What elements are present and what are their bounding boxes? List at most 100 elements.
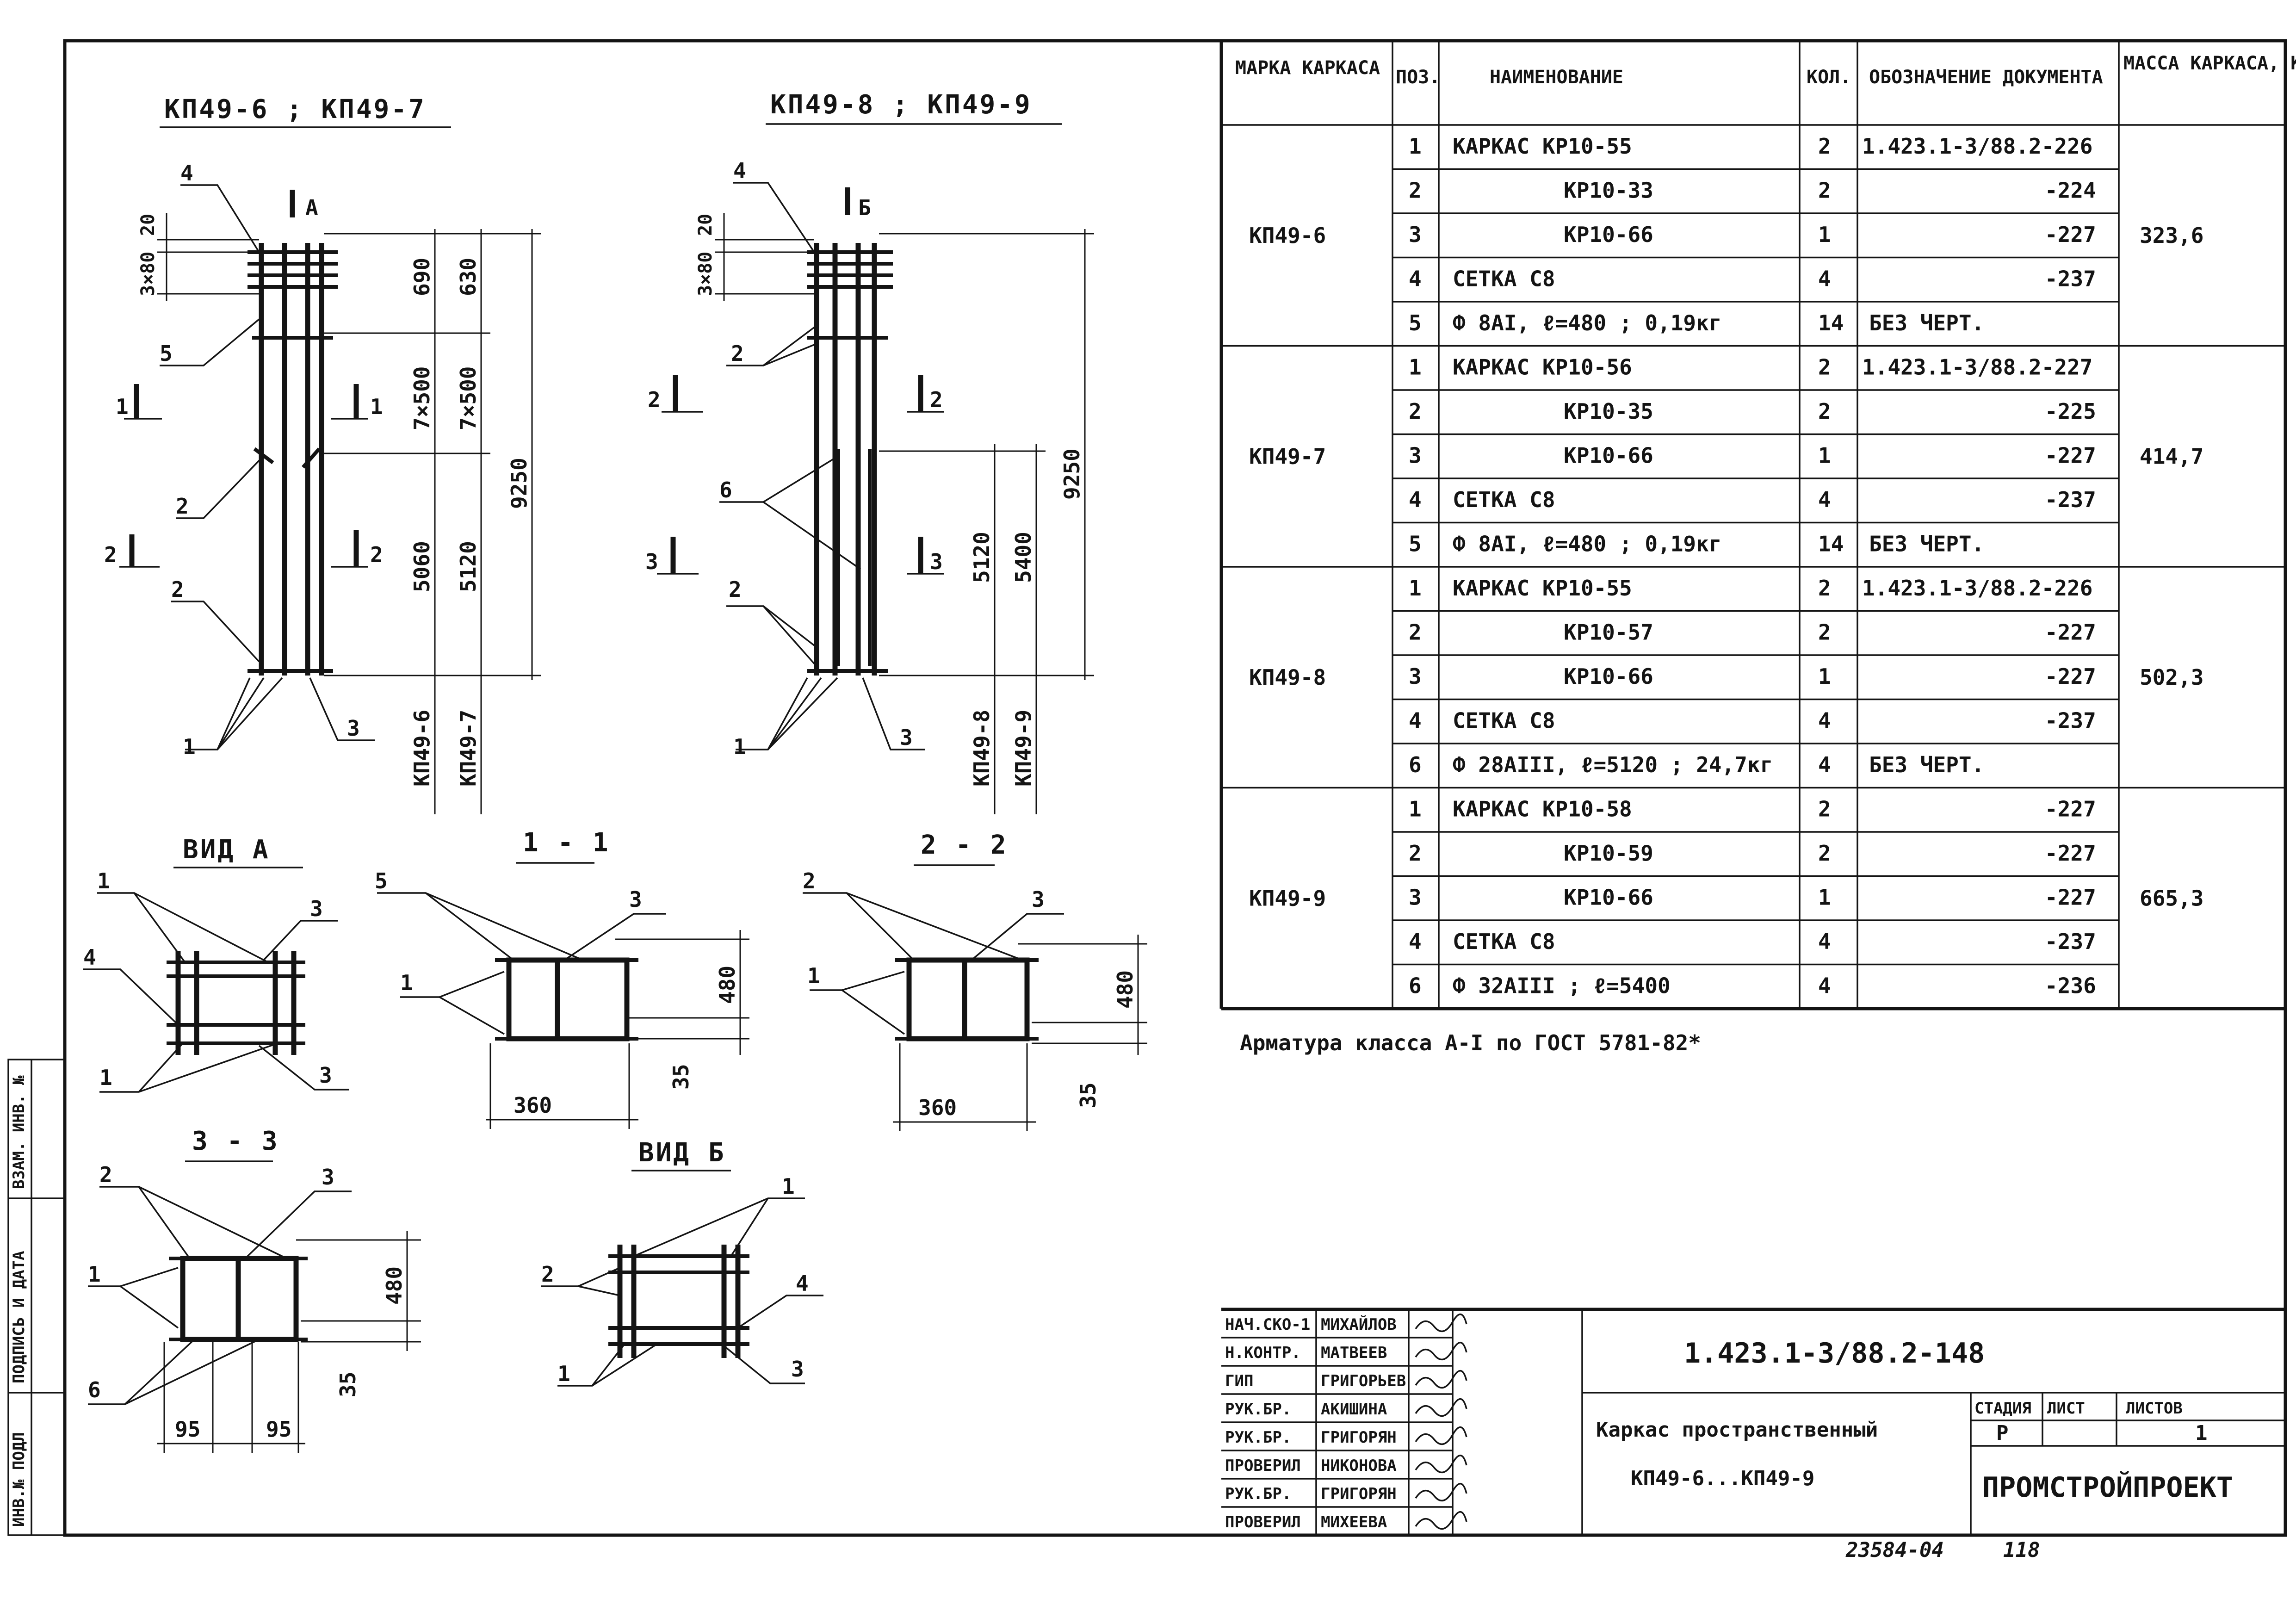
spec-header-name: НАИМЕНОВАНИЕ <box>1490 67 1623 88</box>
spec-group-mark: КП49-7 <box>1249 444 1326 469</box>
sec-11-pos-1: 1 <box>400 970 413 995</box>
sec-11-dim-480: 480 <box>715 966 740 1004</box>
elev-left-section-1b: 1 <box>370 394 383 419</box>
stage-label: СТАДИЯ <box>1974 1399 2031 1418</box>
spec-row-name: КАРКАС КР10-55 <box>1453 134 1632 159</box>
signature-mark <box>1415 1313 1467 1333</box>
spec-row-name: КР10-66 <box>1564 885 1653 910</box>
spec-row-name: КР10-66 <box>1564 664 1653 689</box>
spec-group-mark: КП49-9 <box>1249 886 1326 911</box>
spec-group-mass: 665,3 <box>2140 886 2203 911</box>
sec-22-dim-35: 35 <box>1076 1083 1101 1108</box>
view-a-pos-1a: 1 <box>97 868 110 893</box>
spec-row-name: Ф 28АIII, ℓ=5120 ; 24,7кг <box>1453 752 1773 777</box>
spec-group-mass: 414,7 <box>2140 444 2203 469</box>
spec-row-pos: 1 <box>1409 355 1422 380</box>
sec-33-dim-35: 35 <box>335 1372 360 1397</box>
spec-row-qty: 14 <box>1818 532 1844 557</box>
doc-name-line2: КП49-6...КП49-9 <box>1631 1467 1814 1490</box>
spec-row-name: Ф 8АI, ℓ=480 ; 0,19кг <box>1453 532 1722 557</box>
elevation-left: КП49-6 ; КП49-7 А 4 5 2 2 1 3 <box>104 94 541 814</box>
spec-row-qty: 2 <box>1818 355 1831 380</box>
elev-right-pos-4: 4 <box>733 158 746 183</box>
spec-row-pos: 3 <box>1409 443 1422 468</box>
elev-left-brand-2: КП49-7 <box>456 710 481 787</box>
spec-row-name: КАРКАС КР10-56 <box>1453 355 1632 380</box>
sheets-label: ЛИСТОВ <box>2126 1399 2183 1418</box>
stage-value: Р <box>1996 1421 2009 1445</box>
elev-left-section-2b: 2 <box>370 542 383 567</box>
spec-row-pos: 6 <box>1409 973 1422 998</box>
elev-right-dim-3x80: 3×80 <box>695 252 716 296</box>
spec-row-doc: -237 <box>2045 708 2096 733</box>
spec-row-pos: 5 <box>1409 310 1422 335</box>
spec-row-doc: 1.423.1-3/88.2-226 <box>1862 134 2093 159</box>
sec-11-title: 1 - 1 <box>523 828 610 858</box>
spec-row-doc: -224 <box>2045 178 2096 203</box>
elev-left-section-1a: 1 <box>116 394 129 419</box>
elev-left-dim-630: 630 <box>456 258 481 296</box>
spec-row-name: КАРКАС КР10-55 <box>1453 576 1632 601</box>
spec-row-name: КАРКАС КР10-58 <box>1453 797 1632 822</box>
spec-row-pos: 5 <box>1409 532 1422 557</box>
view-b-pos-1a: 1 <box>782 1174 795 1199</box>
elev-left-brand-1: КП49-6 <box>409 710 434 787</box>
elev-right-section-2b: 2 <box>930 387 943 412</box>
sheets-value: 1 <box>2195 1421 2208 1445</box>
spec-row-qty: 2 <box>1818 576 1831 601</box>
title-block-role: РУК.БР. <box>1225 1400 1291 1419</box>
sec-11-dim-360: 360 <box>514 1093 552 1118</box>
spec-row-pos: 3 <box>1409 885 1422 910</box>
spec-row-doc: БЕЗ ЧЕРТ. <box>1869 310 1984 335</box>
spec-row-name: СЕТКА С8 <box>1453 267 1555 291</box>
spec-row-name: Ф 8АI, ℓ=480 ; 0,19кг <box>1453 310 1722 335</box>
elev-right-pos-2b: 2 <box>729 577 742 602</box>
view-a: ВИД А 1 3 4 1 3 <box>83 835 349 1093</box>
title-block-person: МИХАЙЛОВ <box>1321 1315 1397 1334</box>
elev-right-title: КП49-8 ; КП49-9 <box>770 90 1032 120</box>
elev-right-brand-1: КП49-8 <box>969 710 994 787</box>
spec-group-mass: 323,6 <box>2140 223 2203 248</box>
view-b: ВИД Б 1 2 4 1 3 <box>541 1138 823 1387</box>
title-block-person: ГРИГОРЬЕВ <box>1321 1372 1406 1390</box>
sheet-label: ЛИСТ <box>2047 1399 2085 1418</box>
spec-row-name: КР10-66 <box>1564 443 1653 468</box>
elev-right-dim-20: 20 <box>695 214 716 236</box>
title-block-role: ПРОВЕРИЛ <box>1225 1457 1301 1475</box>
spec-row-name: КР10-59 <box>1564 841 1653 866</box>
elevation-right: КП49-8 ; КП49-9 Б 4 2 6 2 1 3 2 <box>645 90 1094 814</box>
spec-group-mark: КП49-8 <box>1249 665 1326 690</box>
spec-row-pos: 1 <box>1409 797 1422 822</box>
doc-code: 1.423.1-3/88.2-148 <box>1684 1337 1985 1370</box>
spec-row-pos: 6 <box>1409 752 1422 777</box>
stamp-replace-inv: ВЗАМ. ИНВ. № <box>10 1075 28 1189</box>
spec-row-qty: 4 <box>1818 487 1831 512</box>
section-2-2: 2 - 2 2 3 1 480 35 360 <box>803 830 1147 1131</box>
spec-row-qty: 1 <box>1818 664 1831 689</box>
view-b-pos-4: 4 <box>796 1271 809 1296</box>
sec-33-pos-1: 1 <box>88 1262 101 1287</box>
title-block-role: РУК.БР. <box>1225 1428 1291 1447</box>
spec-row-qty: 14 <box>1818 310 1844 335</box>
title-block-role: ГИП <box>1225 1372 1253 1390</box>
title-block-role: ПРОВЕРИЛ <box>1225 1513 1301 1531</box>
spec-row-pos: 3 <box>1409 222 1422 247</box>
signature-mark <box>1415 1370 1467 1389</box>
spec-row-doc: БЕЗ ЧЕРТ. <box>1869 752 1984 777</box>
specification-table: МАРКА КАРКАСА ПОЗ. НАИМЕНОВАНИЕ КОЛ. ОБО… <box>1221 41 2296 1010</box>
spec-row-doc: 1.423.1-3/88.2-227 <box>1862 355 2093 380</box>
elev-left-dim-20: 20 <box>137 214 159 236</box>
spec-row-doc: -227 <box>2045 620 2096 645</box>
elev-left-dim-9250: 9250 <box>507 458 532 509</box>
stamp-signature-date: ПОДПИСЬ И ДАТА <box>10 1251 28 1383</box>
title-block-person: МИХЕЕВА <box>1321 1513 1387 1531</box>
sec-22-pos-3: 3 <box>1032 887 1045 912</box>
elev-right-section-3a: 3 <box>645 549 658 574</box>
elev-left-dim-7x500a: 7×500 <box>409 366 434 430</box>
title-block-role: Н.КОНТР. <box>1225 1344 1301 1362</box>
spec-header-mass: МАССА КАРКАСА, КГ <box>2123 53 2296 74</box>
sec-33-dim-95a: 95 <box>175 1417 200 1442</box>
elev-left-pos-1: 1 <box>183 734 196 759</box>
sec-33-title: 3 - 3 <box>192 1126 279 1156</box>
